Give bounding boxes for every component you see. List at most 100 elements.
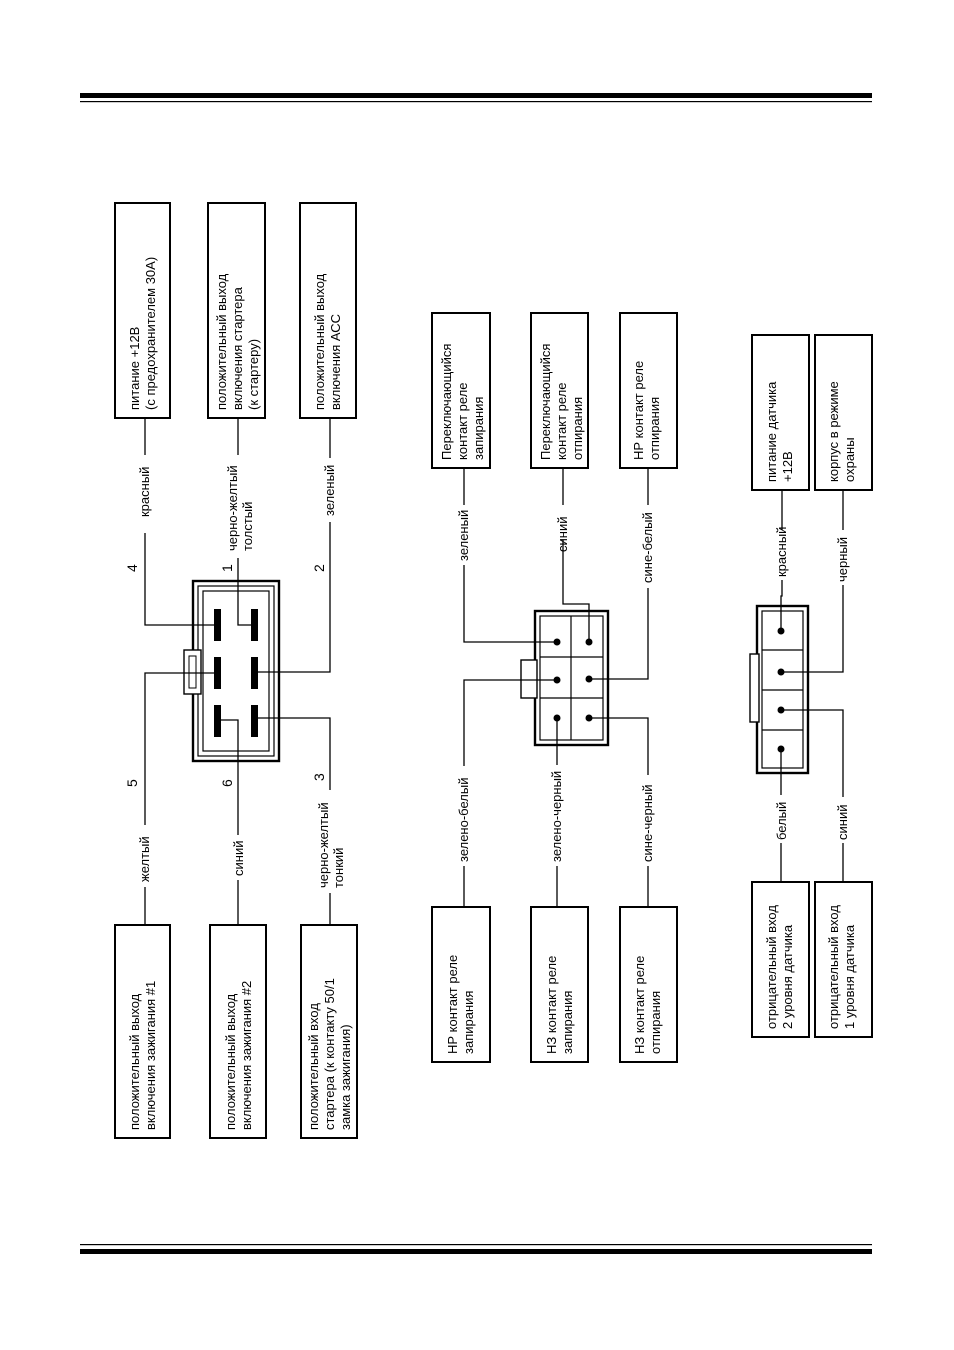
wire-label-green-2: зеленый [456,510,471,561]
box-switch-unlock-line-2: контакт реле [554,382,569,460]
pin-number-3: 3 [311,773,327,781]
box-starter-out [207,202,266,419]
box-nc-unlock [619,906,678,1063]
wire-label-sensor-blue: синий [835,805,850,840]
wire-label-black-yellow-thick-1: черно-желтый [225,465,240,551]
box-neg-in1-line-1: отрицательный вход [826,905,841,1029]
box-no-lock-line-2: запирания [461,991,476,1054]
box-acc-out [299,202,357,419]
box-sensor-power [751,334,810,491]
wire-4 [144,533,217,626]
box-ign2-out-line-1: положительный выход [223,993,238,1130]
box-sensor-power-line-1: питание датчика [764,381,779,482]
box-neg-in2-line-1: отрицательный вход [764,905,779,1029]
connector-2-labels: зеленый синий сине-белый зелено-белый зе… [456,510,655,862]
connector-2-latch [520,659,538,699]
connector-1-inner [202,590,270,752]
pin-6 [214,705,221,737]
box-ground-armed-line-1: корпус в режиме [826,381,841,482]
wire-label-black-yellow-thick-2: толстый [240,502,255,551]
box-power [114,202,171,419]
box-no-unlock [619,312,678,469]
connector-1-latch [183,649,202,695]
box-ign1-out [114,924,171,1139]
box-sensor-power-line-2: +12В [780,451,795,482]
pin-2 [251,657,258,689]
box-nc-lock-line-2: запирания [560,991,575,1054]
wire-1 [237,558,254,626]
pin-number-4: 4 [124,564,140,572]
wire-label-black-yellow-thin-2: тонкий [331,848,346,888]
connector-3-labels: красный черный белый синий [774,527,850,840]
connector-1-wires [144,418,331,925]
box-neg-in2-line-2: 2 уровня датчика [780,924,795,1029]
connector-1-middle [197,585,275,757]
wire-5 [144,672,217,825]
box-starter-out-line-2: включения стартера [230,286,245,410]
box-power-line-1: питание +12В [127,327,142,410]
bottom-rule [80,1244,872,1254]
box-neg-in1 [814,881,873,1038]
pin-number-6: 6 [219,779,235,787]
pin-1 [251,609,258,641]
box-switch-lock [431,312,491,469]
wire-label-green-black: зелено-черный [549,771,564,862]
wire-label-yellow: желтый [137,836,152,882]
wire-sensor-blue [781,709,844,797]
wire-label-blue-2: синий [555,517,570,552]
box-no-unlock-line-2: отпирания [647,397,662,460]
box-no-lock-line-1: НР контакт реле [445,955,460,1054]
connector-3-boxes: питание датчика +12В корпус в режиме охр… [751,334,873,1038]
wire-label-black-yellow-thin-1: черно-желтый [316,802,331,888]
box-acc-out-line-1: положительный выход [312,273,327,410]
box-neg-in2 [751,881,810,1038]
connector-1-pins [214,609,258,737]
box-neg-in1-line-2: 1 уровня датчика [842,924,857,1029]
pin-4 [214,609,221,641]
box-ign2-out [209,924,267,1139]
connector-3-wires [780,490,844,882]
wire-label-sensor-black: черный [835,537,850,582]
box-nc-lock-line-1: НЗ контакт реле [544,956,559,1054]
box-starter-in-line-3: замка зажигания) [338,1024,353,1130]
pin-number-1: 1 [219,564,235,572]
connector-1-labels: 4 1 2 5 6 3 красный черно-желтый толстый… [124,465,346,888]
pin-number-5: 5 [124,779,140,787]
wire-label-sensor-white: белый [774,802,789,840]
wire-label-green-white: зелено-белый [456,778,471,862]
wire-label-blue: синий [231,841,246,876]
box-switch-unlock-line-1: Переключающийся [538,344,553,460]
box-starter-out-line-1: положительный выход [214,273,229,410]
wire-6 [217,719,239,835]
wire-blue-black [589,717,649,775]
connector-1-outer [191,579,281,763]
box-power-line-2: (с предохранителем 30А) [143,257,158,410]
pin-5 [214,657,221,689]
pin-number-2: 2 [311,564,327,572]
box-nc-unlock-line-1: НЗ контакт реле [632,956,647,1054]
box-starter-in [300,924,358,1139]
box-ign1-out-line-2: включения зажигания #1 [143,981,158,1130]
box-switch-lock-line-1: Переключающийся [439,344,454,460]
connector-2-boxes: Переключающийся контакт реле запирания П… [431,312,678,1063]
box-acc-out-line-2: включения АСС [328,314,343,410]
box-ground-armed-line-2: охраны [842,437,857,482]
wire-green [463,565,557,643]
box-switch-unlock [530,312,589,469]
wire-green-white [463,679,557,766]
box-ground-armed [814,334,873,491]
box-switch-unlock-line-3: отпирания [570,397,585,460]
pin-3 [251,705,258,737]
wire-2 [254,522,331,673]
connector-1 [183,579,281,763]
connector-2 [520,609,610,747]
box-switch-lock-line-3: запирания [471,397,486,460]
connector-2-wires [463,468,649,907]
top-rule [80,93,872,103]
box-nc-lock [530,906,589,1063]
wire-sensor-black [781,585,844,673]
wire-label-sensor-red: красный [774,527,789,577]
box-ign2-out-line-2: включения зажигания #2 [239,981,254,1130]
connector-1-latch-inner [188,655,197,689]
